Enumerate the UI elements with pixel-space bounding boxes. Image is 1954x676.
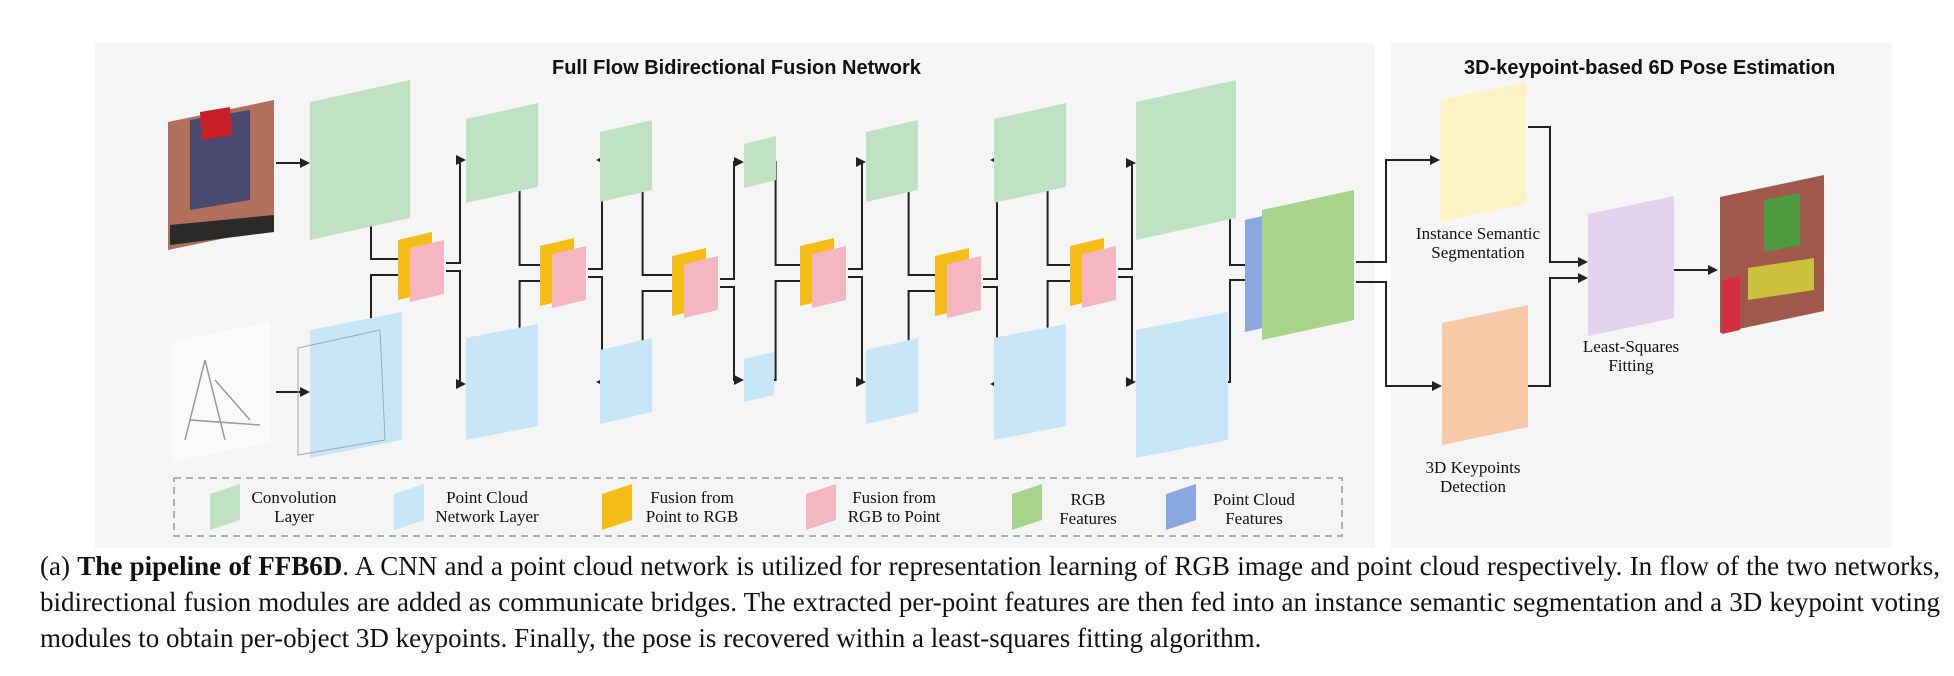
figure-caption: (a) The pipeline of FFB6D. A CNN and a p… (40, 548, 1940, 656)
point-layer-frame (297, 329, 386, 456)
rgb-layer (600, 120, 652, 202)
link-fusion-to-point (720, 286, 744, 385)
fusion-panel-title: Full Flow Bidirectional Fusion Network (552, 57, 921, 79)
legend-swatch (210, 484, 240, 530)
link-keypoints-to-fitting (1528, 273, 1588, 387)
link-segmentation-to-fitting (1528, 126, 1588, 267)
input-rgb-image-ground (170, 215, 274, 245)
link-fusion-to-rgb (446, 155, 466, 264)
legend-swatch (806, 484, 836, 530)
output-image-red-object (1722, 276, 1740, 334)
fusion-rgb-to-point (410, 240, 444, 302)
input-rgb-image (168, 100, 274, 250)
output-pose-image (1720, 175, 1824, 334)
rgb-features (1262, 190, 1354, 340)
output-image-object (1764, 193, 1800, 252)
segmentation-block (1440, 82, 1526, 222)
caption-prefix: (a) (40, 551, 78, 581)
rgb-layer (466, 103, 538, 203)
fusion-rgb-to-point (947, 256, 981, 318)
input-rgb-image-object-top (200, 107, 232, 140)
link-fusion-to-rgb (1118, 158, 1136, 270)
point-layer (1136, 312, 1228, 458)
legend-swatch (602, 484, 632, 530)
link-features-to-keypoints (1356, 281, 1442, 391)
fusion-rgb-to-point (552, 246, 586, 308)
point-layer (310, 312, 402, 458)
point-layer (744, 352, 774, 402)
link-features-to-segmentation (1356, 155, 1440, 263)
legend-swatch (1166, 484, 1196, 530)
legend-swatch (394, 484, 424, 530)
rgb-layer (866, 120, 918, 202)
input-point-cloud-base (172, 322, 270, 462)
legend-swatch (1012, 484, 1042, 530)
fusion-rgb-to-point (684, 256, 718, 318)
input-point-cloud (172, 322, 270, 462)
rgb-layer (994, 103, 1066, 203)
link-fusion-to-point (1118, 276, 1136, 387)
link-fusion-to-point (848, 276, 866, 387)
caption-body: . A CNN and a point cloud network is uti… (40, 551, 1941, 653)
fusion-rgb-to-point (1082, 246, 1116, 308)
output-image-pose-overlay (1748, 258, 1814, 300)
rgb-layer (1136, 80, 1236, 240)
fitting-block (1588, 196, 1674, 336)
link-fusion-to-rgb (848, 157, 866, 270)
link-fusion-to-point (446, 270, 466, 389)
caption-title: The pipeline of FFB6D (77, 551, 343, 581)
point-layer (866, 338, 918, 424)
keypoints-block (1442, 305, 1528, 445)
rgb-layer (310, 80, 410, 240)
point-layer (994, 324, 1066, 440)
point-layer (600, 338, 652, 424)
pose-panel-title: 3D-keypoint-based 6D Pose Estimation (1464, 57, 1836, 79)
rgb-layer (744, 136, 776, 188)
pipeline-diagram (168, 80, 1824, 537)
link-fusion-to-rgb (720, 157, 744, 280)
input-point-cloud-sketch (184, 359, 261, 441)
fusion-rgb-to-point (812, 246, 846, 308)
point-layer (466, 324, 538, 440)
